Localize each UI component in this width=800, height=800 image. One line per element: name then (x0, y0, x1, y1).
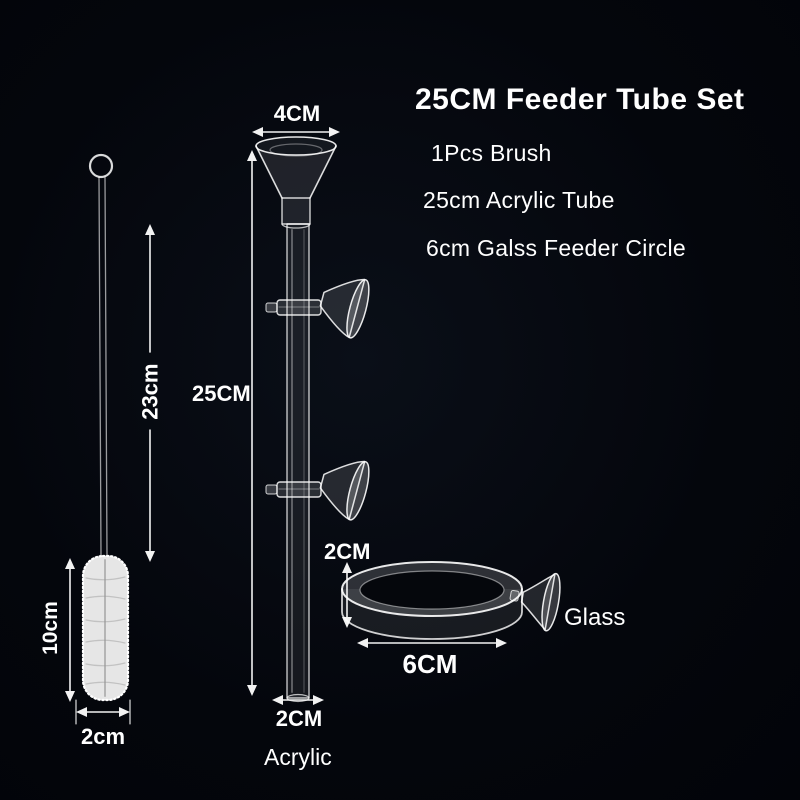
clamp-ring-middle (265, 481, 322, 498)
feature-line-brush: 1Pcs Brush (431, 140, 552, 166)
material-acrylic-label: Acrylic (264, 744, 332, 770)
suction-cup-circle (509, 572, 561, 632)
feature-line-tube: 25cm Acrylic Tube (423, 187, 615, 213)
dim-brush-length-label: 23cm (137, 363, 163, 420)
feeder-tube-graphic (255, 136, 370, 703)
brush-graphic (81, 153, 130, 702)
arrow-25cm (247, 150, 257, 696)
funnel-graphic (255, 136, 337, 229)
arrow-4cm (252, 127, 340, 137)
dim-circle-diameter-label: 6CM (402, 649, 458, 679)
material-glass-label: Glass (564, 604, 626, 631)
dim-tube-length-label: 25CM (192, 381, 251, 406)
arrow-2cm-circle (342, 562, 352, 628)
feature-line-circle: 6cm Galss Feeder Circle (426, 235, 686, 261)
arrow-10cm (65, 558, 75, 702)
product-title: 25CM Feeder Tube Set (415, 83, 745, 116)
arrow-23cm (145, 224, 155, 562)
dim-tube-bottom-label: 2CM (275, 706, 323, 731)
suction-cup-top (319, 278, 370, 339)
suction-cup-middle (319, 460, 370, 521)
arrow-2cm-tube (272, 695, 324, 705)
dim-brush-width-label: 2cm (80, 724, 126, 749)
clamp-ring-top (265, 299, 322, 316)
arrow-6cm (357, 638, 507, 648)
dim-circle-height-label: 2CM (324, 539, 371, 564)
dim-brush-head-label: 10cm (38, 601, 62, 655)
dim-funnel-width-label: 4CM (273, 101, 321, 126)
arrow-2cm-brush (75, 699, 131, 725)
feeder-circle-graphic (341, 561, 561, 640)
